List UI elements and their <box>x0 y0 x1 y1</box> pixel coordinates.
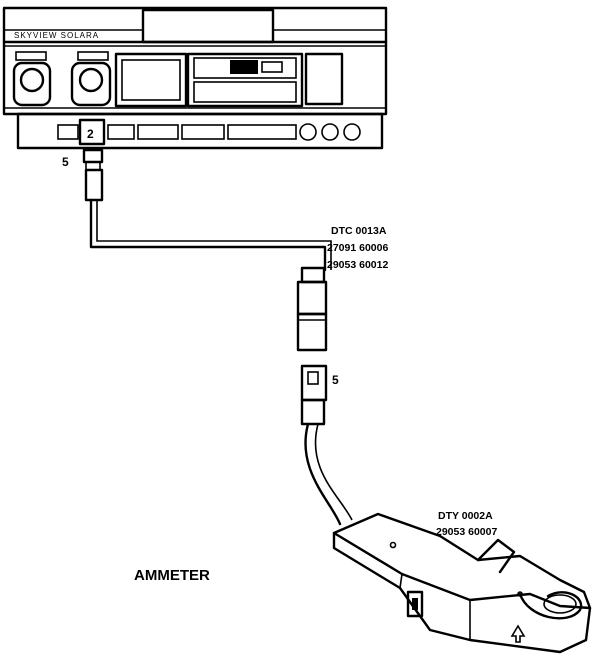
probe-cable <box>304 422 353 526</box>
diagnostic-unit: SKYVIEW SOLARA <box>2 6 388 150</box>
probe-part-number-2: 29053 60007 <box>436 526 497 538</box>
device-screen <box>114 52 188 108</box>
adapter-connector <box>296 266 328 352</box>
adapter-part-number-1: DTC 0013A <box>331 225 387 237</box>
ammeter-clamp-probe <box>332 512 592 654</box>
control-knobs <box>12 51 112 107</box>
cable <box>89 198 332 272</box>
port-number-label: 2 <box>87 127 94 141</box>
probe-connector-label: 5 <box>332 373 339 387</box>
device-brand-label: SKYVIEW SOLARA <box>14 31 99 40</box>
probe-cable-connector <box>300 364 328 426</box>
diagram-title: AMMETER <box>134 567 210 584</box>
adapter-part-number-3: 29053 60012 <box>327 259 388 271</box>
unit-cable-connector <box>82 148 104 202</box>
probe-part-number-1: DTY 0002A <box>438 510 493 522</box>
port-2 <box>78 118 106 146</box>
drive-bay <box>186 52 304 108</box>
adapter-part-number-2: 27091 60006 <box>327 242 388 254</box>
connector-ports <box>57 118 361 146</box>
unit-connector-label: 5 <box>62 155 69 169</box>
